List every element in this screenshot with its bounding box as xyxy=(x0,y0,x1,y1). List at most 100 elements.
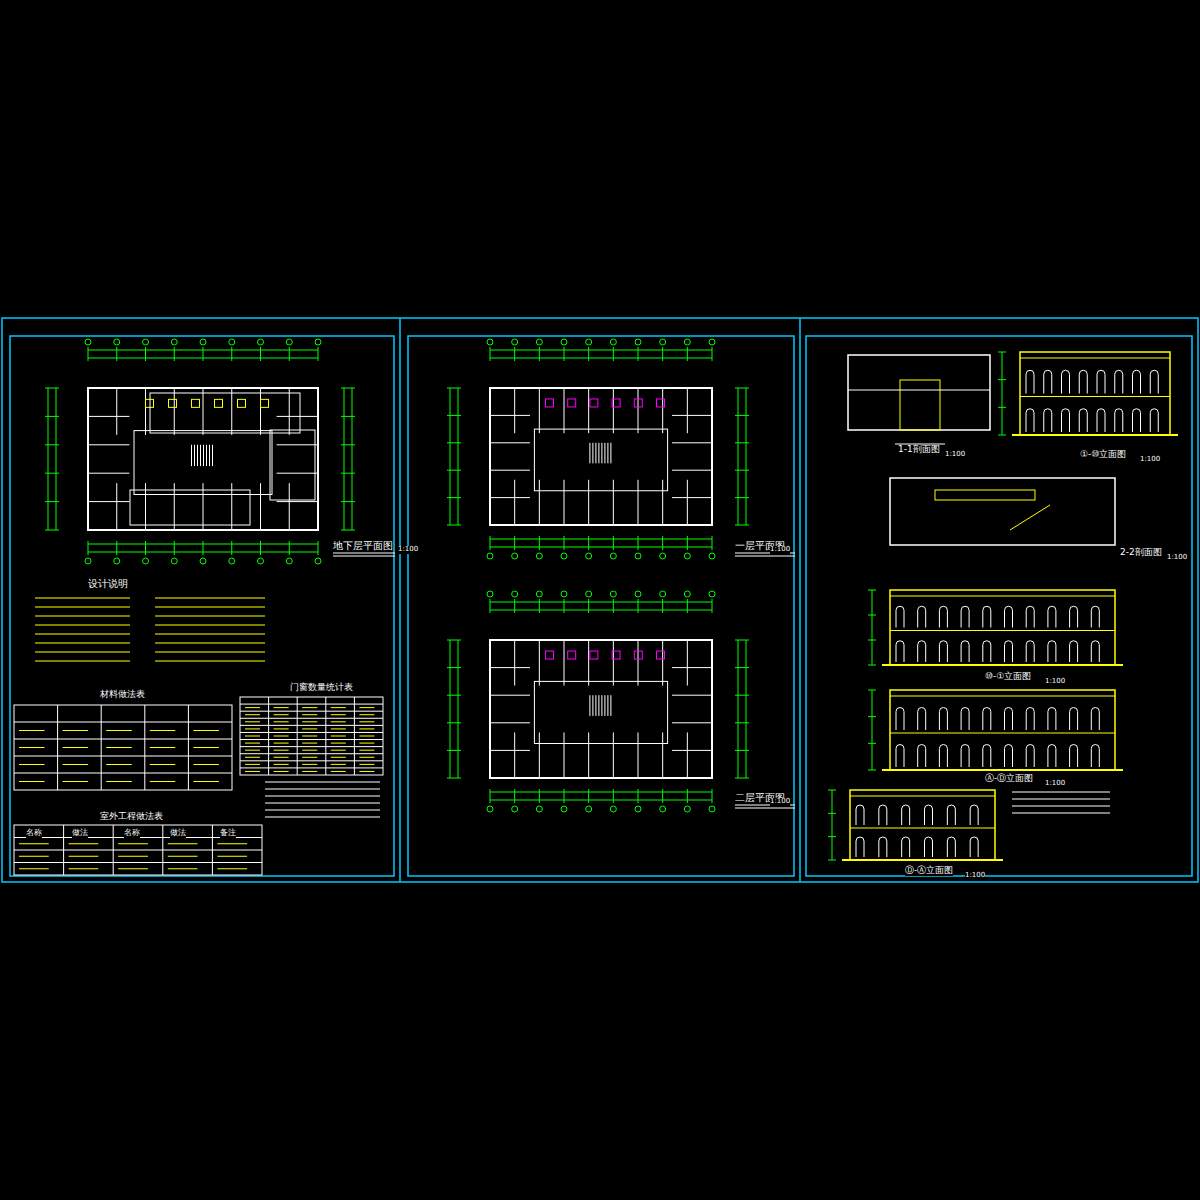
cad-line xyxy=(735,667,749,668)
cad-line xyxy=(88,473,129,474)
cad-line xyxy=(240,732,383,733)
cad-line xyxy=(514,789,515,803)
cad-line xyxy=(447,415,461,416)
cad-outline xyxy=(270,430,315,500)
cad-outline xyxy=(806,336,1192,876)
cad-line xyxy=(514,388,515,433)
cad-line xyxy=(799,318,801,882)
cad-line xyxy=(604,443,605,464)
axis-bubble xyxy=(684,591,690,597)
arched-window xyxy=(896,641,904,662)
cad-outline xyxy=(634,399,642,407)
cad-line xyxy=(638,732,639,778)
drawing-label: Ⓐ-Ⓓ立面图 xyxy=(985,774,1033,784)
arched-window xyxy=(879,837,887,857)
cad-line xyxy=(35,661,130,662)
axis-bubble xyxy=(536,591,542,597)
cad-line xyxy=(588,347,589,361)
cad-line xyxy=(35,652,130,653)
cad-outline xyxy=(88,388,318,530)
drawing-label: 1:100 xyxy=(945,451,965,459)
cad-line xyxy=(191,445,192,466)
cad-line xyxy=(447,778,461,779)
cad-line xyxy=(872,690,873,770)
cad-outline xyxy=(568,651,576,659)
axis-bubble xyxy=(684,339,690,345)
cad-line xyxy=(447,750,461,751)
cad-line xyxy=(514,347,515,361)
cad-line xyxy=(490,415,530,416)
cad-outline xyxy=(657,399,665,407)
cad-line xyxy=(514,732,515,778)
arched-window xyxy=(1026,708,1034,731)
cad-line xyxy=(850,828,995,829)
arched-window xyxy=(1133,409,1141,432)
cad-line xyxy=(712,347,713,361)
cad-line xyxy=(687,480,688,525)
drawing-label: ①-⑩立面图 xyxy=(1080,450,1126,460)
cad-line xyxy=(174,388,175,435)
arched-window xyxy=(1005,745,1013,768)
cad-outline xyxy=(612,399,620,407)
cad-line xyxy=(45,416,59,417)
axis-bubble xyxy=(200,339,206,345)
cad-line xyxy=(19,781,45,782)
cad-line xyxy=(88,541,89,555)
cad-line xyxy=(174,541,175,555)
cad-line xyxy=(613,480,614,525)
cad-line xyxy=(274,707,289,708)
cad-line xyxy=(447,525,461,526)
cad-outline xyxy=(590,651,598,659)
cad-line xyxy=(490,602,712,603)
arched-window xyxy=(961,745,969,768)
axis-bubble xyxy=(512,806,518,812)
cad-line xyxy=(662,599,663,613)
cad-outline xyxy=(130,490,250,525)
cad-line xyxy=(638,789,639,803)
cad-line xyxy=(490,667,530,668)
cad-line xyxy=(712,536,713,550)
cad-line xyxy=(490,722,530,723)
cad-line xyxy=(514,640,515,686)
cad-line xyxy=(302,764,317,765)
arched-window xyxy=(1091,745,1099,768)
cad-line xyxy=(144,705,145,790)
cad-line xyxy=(735,722,749,723)
cad-line xyxy=(265,796,380,797)
axis-bubble xyxy=(85,339,91,345)
cad-line xyxy=(588,732,589,778)
cad-line xyxy=(672,470,712,471)
drawing-label: 1:100 xyxy=(398,546,418,554)
arched-window xyxy=(1115,409,1123,432)
arched-window xyxy=(1005,606,1013,627)
cad-line xyxy=(601,695,602,716)
arched-window xyxy=(918,745,926,768)
axis-bubble xyxy=(586,591,592,597)
cad-outline xyxy=(848,355,990,430)
cad-line xyxy=(35,634,130,635)
cad-line xyxy=(289,541,290,555)
cad-outline xyxy=(2,318,1198,882)
axis-bubble xyxy=(635,591,641,597)
cad-line xyxy=(341,473,355,474)
cad-line xyxy=(331,736,346,737)
axis-bubble xyxy=(200,558,206,564)
cad-line xyxy=(145,347,146,361)
axis-bubble xyxy=(85,558,91,564)
cad-line xyxy=(150,747,176,748)
cad-line xyxy=(274,750,289,751)
cad-line xyxy=(359,721,374,722)
cad-line xyxy=(265,810,380,811)
axis-bubble xyxy=(684,806,690,812)
cad-line xyxy=(613,789,614,803)
arched-window xyxy=(1026,745,1034,768)
cad-line xyxy=(260,347,261,361)
cad-line xyxy=(302,736,317,737)
axis-bubble xyxy=(660,553,666,559)
cad-line xyxy=(63,781,89,782)
axis-bubble xyxy=(561,339,567,345)
cad-line xyxy=(118,843,148,844)
cad-line xyxy=(116,483,117,530)
cad-line xyxy=(203,445,204,466)
cad-line xyxy=(274,714,289,715)
